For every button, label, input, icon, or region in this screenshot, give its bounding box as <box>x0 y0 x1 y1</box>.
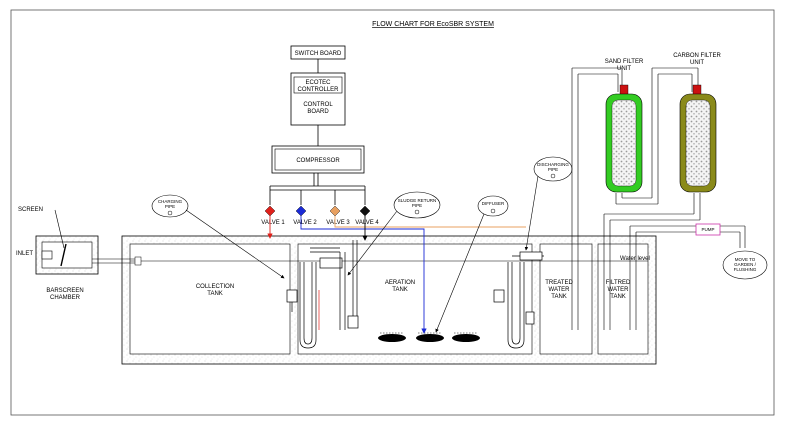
switch-board-label: SWITCH BOARD <box>295 51 342 57</box>
discharging-pipe-label-1: DISCHARGING <box>537 162 569 167</box>
valve-1: VALVE 1 <box>261 205 285 226</box>
aeration-tank-label-2: TANK <box>392 287 408 293</box>
charging-pipe-callout: CHARGING PIPE <box>151 194 285 279</box>
diffuser-label: DIFFUSER <box>482 201 505 206</box>
water-level-label: Water level <box>620 256 650 262</box>
charging-pipe-label-1: CHARGING <box>158 199 183 204</box>
move-to-label-1: MOVE TO <box>735 257 756 262</box>
sludge-return-callout: SLUDGE RETURN PIPE <box>347 191 441 276</box>
valve-2: VALVE 2 <box>293 205 317 226</box>
sand-filter-label-2: UNIT <box>617 66 631 72</box>
collection-tank-label-2: TANK <box>207 291 223 297</box>
valve-4: VALVE 4 <box>355 205 379 226</box>
move-to-label-2: GARDEN / <box>734 262 757 267</box>
barscreen-label-1: BARSCREEN <box>46 288 83 294</box>
compressor: COMPRESSOR <box>271 145 365 174</box>
carbon-filter-label-1: CARBON FILTER <box>673 53 721 59</box>
filtred-tank-label-3: TANK <box>610 294 626 300</box>
collection-tank <box>129 243 291 355</box>
diffuser-discs <box>378 332 480 342</box>
control-board-label-1: CONTROL <box>303 102 333 108</box>
control-board: ECOTEC CONTROLLER CONTROL BOARD <box>290 72 346 126</box>
valve-3: VALVE 3 <box>326 205 350 226</box>
filtred-tank-label-1: FILTRED <box>606 280 631 286</box>
screen-label: SCREEN <box>18 207 43 213</box>
aeration-tank-label-1: AERATION <box>385 280 415 286</box>
discharging-pipe-callout: DISCHARGING PIPE <box>524 156 573 251</box>
carbon-filter-unit <box>679 84 717 193</box>
filtred-tank-label-2: WATER <box>608 287 630 293</box>
diffuser-callout: DIFFUSER <box>435 195 509 333</box>
treated-tank-label-1: TREATED <box>545 280 573 286</box>
discharging-airlift-pipe <box>493 251 544 349</box>
valve-4-label: VALVE 4 <box>355 220 379 226</box>
valve-1-label: VALVE 1 <box>261 220 285 226</box>
carbon-filter-label-2: UNIT <box>690 60 704 66</box>
barscreen-chamber <box>35 235 142 275</box>
pump: PUMP <box>695 223 721 236</box>
ecotec-label-2: CONTROLLER <box>297 87 339 93</box>
sand-filter-unit <box>605 84 643 193</box>
discharging-pipe-label-2: PIPE <box>548 167 558 172</box>
treated-tank-label-2: WATER <box>549 287 571 293</box>
control-board-label-2: BOARD <box>307 109 329 115</box>
sludge-return-label-2: PIPE <box>412 203 422 208</box>
sludge-return-label-1: SLUDGE RETURN <box>398 198 437 203</box>
air-manifold <box>269 173 366 205</box>
compressor-label: COMPRESSOR <box>296 158 340 164</box>
collection-airlift-pipe <box>286 240 359 349</box>
barscreen-label-2: CHAMBER <box>50 295 81 301</box>
collection-tank-label-1: COLLECTION <box>196 284 234 290</box>
page-frame <box>10 9 775 416</box>
valve-3-label: VALVE 3 <box>326 220 350 226</box>
bar-screen <box>60 243 67 267</box>
pump-label: PUMP <box>701 227 714 232</box>
move-to-label-3: FLUSHING <box>734 267 757 272</box>
charging-pipe-label-2: PIPE <box>165 204 175 209</box>
inlet-label: INLET <box>16 251 33 257</box>
treated-tank-label-3: TANK <box>551 294 567 300</box>
ecotec-label-1: ECOTEC <box>305 80 331 86</box>
treated-water-tank <box>539 243 593 355</box>
valve-2-label: VALVE 2 <box>293 220 317 226</box>
diagram-title: FLOW CHART FOR EcoSBR SYSTEM <box>372 21 494 28</box>
sand-filter-label-1: SAND FILTER <box>605 59 644 65</box>
filter-pipework <box>571 67 746 330</box>
filtred-water-tank <box>597 243 649 355</box>
switch-board: SWITCH BOARD <box>290 45 346 60</box>
garden-flushing-outlet: MOVE TO GARDEN / FLUSHING <box>722 250 768 280</box>
main-tank <box>121 235 657 365</box>
air-lines <box>267 216 526 334</box>
